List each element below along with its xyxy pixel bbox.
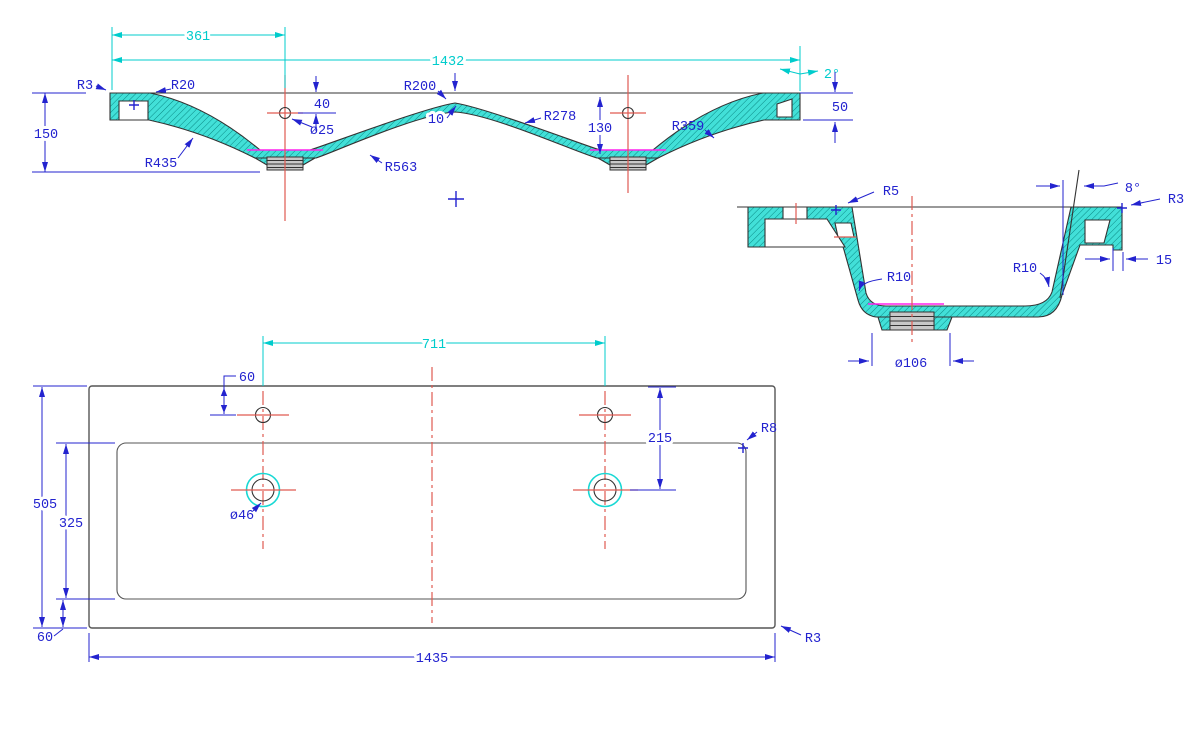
front-dim-10-arrow-bottom: [446, 105, 457, 119]
front-r563-leader: [369, 154, 383, 164]
side-r5: R5: [883, 185, 899, 200]
side-r10-right-leader: [1039, 272, 1050, 288]
front-r20: R20: [171, 79, 195, 94]
front-r278-leader: [524, 117, 542, 124]
side-dia-106: ø106: [895, 357, 927, 372]
plan-dim-711: 711: [422, 338, 446, 353]
plan-dim-60top-bracket: [210, 375, 236, 416]
plan-r8: R8: [761, 422, 777, 437]
plan-view: 711 60 215 ø46 505 325 60 1435 R8 R3: [30, 335, 821, 670]
front-dim-50-extensions: [800, 92, 853, 121]
side-r3-leader: [1130, 198, 1161, 206]
plan-dim-60-bottom: 60: [37, 631, 53, 646]
plan-dim-60-top: 60: [239, 371, 255, 386]
front-r359: R359: [672, 120, 704, 135]
front-rim-cross-marker: [129, 100, 139, 110]
plan-r8-cross-marker: [738, 443, 748, 453]
plan-r8-leader: [746, 431, 758, 441]
front-center-cross-marker: [448, 191, 464, 207]
front-r3: R3: [77, 79, 93, 94]
side-dim-15: 15: [1156, 254, 1172, 269]
front-r3-leader: [95, 83, 107, 91]
front-r435-leader: [177, 137, 194, 159]
front-dim-10: 10: [428, 113, 444, 128]
front-r435: R435: [145, 157, 177, 172]
plan-r3-leader: [780, 625, 802, 636]
front-dia-25: ø25: [310, 124, 334, 139]
front-dia25-leader: [291, 118, 313, 128]
front-r563: R563: [385, 161, 417, 176]
front-section-view: 361 1432 2° 150 40 ø25 10 130 50 R3 R20 …: [31, 27, 853, 221]
side-r10-right: R10: [1013, 262, 1037, 277]
front-angle-2-arrows-b: [799, 69, 819, 76]
front-r359-leader: [704, 129, 715, 139]
plan-dim-325-extensions: [56, 442, 115, 600]
side-angle-8: 8°: [1125, 182, 1141, 197]
plan-dim-325: 325: [59, 517, 83, 532]
side-r3-cross-marker: [1117, 203, 1127, 213]
plan-dim-1435: 1435: [416, 652, 448, 667]
side-r5-leader: [847, 191, 875, 204]
front-r200-leader: [436, 89, 447, 100]
side-section-body: [747, 206, 1123, 318]
plan-dim-60bottom-leader: [53, 628, 64, 637]
plan-dim-60top-arrow-down: [220, 405, 228, 413]
plan-dia-46: ø46: [230, 509, 254, 524]
plan-dia46-leader: [251, 502, 262, 513]
side-dia106-extensions: [871, 333, 951, 366]
front-angle-2-arrows: [779, 68, 801, 75]
front-dim-150-extensions: [32, 92, 260, 173]
plan-r3: R3: [805, 632, 821, 647]
plan-dim-60top-arrow-up: [220, 388, 228, 396]
side-section-view: R5 8° R3 R10 R10 15 ø106: [737, 169, 1184, 372]
front-r20-leader: [155, 87, 172, 93]
side-r5-cross-marker: [831, 205, 841, 215]
side-dim-15-extensions: [1112, 248, 1124, 271]
front-r200: R200: [404, 80, 436, 95]
front-dim-150: 150: [34, 128, 58, 143]
front-r278: R278: [544, 110, 576, 125]
plan-dim-215-extensions: [630, 386, 676, 491]
side-r3: R3: [1168, 193, 1184, 208]
plan-dim-505: 505: [33, 498, 57, 513]
plan-dim-505-extensions: [33, 385, 87, 629]
front-dim-50: 50: [832, 101, 848, 116]
side-r10-left-leader: [858, 278, 883, 292]
front-dim-40: 40: [314, 98, 330, 113]
front-angle-2: 2°: [824, 68, 840, 83]
side-r10-left: R10: [887, 271, 911, 286]
front-dim-130: 130: [588, 122, 612, 137]
front-dim-361: 361: [186, 30, 210, 45]
side-angle-arrow-right: [1084, 182, 1119, 189]
plan-dim-215: 215: [648, 432, 672, 447]
front-dim-1432: 1432: [432, 55, 464, 70]
